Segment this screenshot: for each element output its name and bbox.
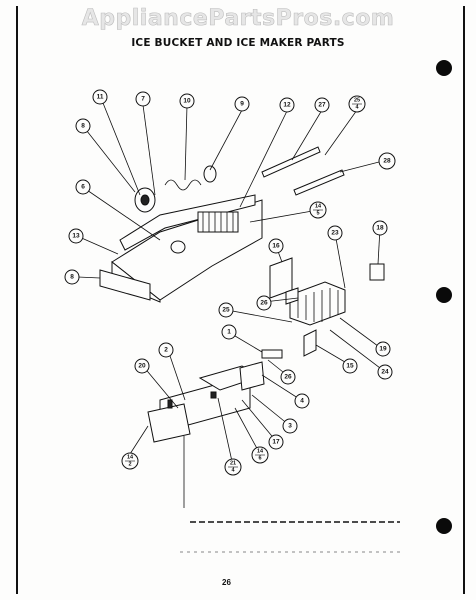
screw bbox=[167, 399, 173, 409]
svg-text:13: 13 bbox=[72, 233, 80, 240]
svg-text:18: 18 bbox=[376, 225, 384, 232]
callout-25: 25 bbox=[218, 302, 234, 318]
control-assembly bbox=[147, 361, 265, 443]
callout-14-6: 14 6 bbox=[251, 446, 269, 464]
svg-text:16: 16 bbox=[272, 243, 280, 250]
svg-text:14: 14 bbox=[315, 204, 322, 210]
callout-25-4: 25 4 bbox=[348, 95, 366, 113]
motor-block bbox=[239, 361, 265, 391]
bracket-1 bbox=[261, 349, 283, 359]
callout-6: 6 bbox=[75, 179, 91, 195]
drive-gear-hub bbox=[140, 194, 150, 206]
svg-text:9: 9 bbox=[240, 101, 244, 108]
svg-text:3: 3 bbox=[288, 423, 292, 430]
callout-28: 28 bbox=[378, 152, 396, 170]
svg-text:8: 8 bbox=[81, 123, 85, 130]
callout-23: 23 bbox=[327, 225, 343, 241]
svg-text:1: 1 bbox=[227, 329, 231, 336]
svg-text:10: 10 bbox=[183, 98, 191, 105]
binder-hole-bottom bbox=[436, 518, 452, 534]
rail-27 bbox=[261, 146, 321, 178]
callout-20: 20 bbox=[134, 358, 150, 374]
callout-17: 17 bbox=[268, 434, 284, 450]
svg-text:8: 8 bbox=[70, 274, 74, 281]
switch bbox=[210, 391, 217, 399]
bucket-front bbox=[99, 269, 151, 301]
svg-text:26: 26 bbox=[260, 300, 268, 307]
mold-housing bbox=[285, 287, 299, 305]
callout-18: 18 bbox=[372, 220, 388, 236]
svg-text:25: 25 bbox=[222, 307, 230, 314]
callout-9: 9 bbox=[234, 96, 250, 112]
svg-text:25: 25 bbox=[354, 98, 360, 104]
svg-text:20: 20 bbox=[138, 363, 146, 370]
svg-text:26: 26 bbox=[284, 374, 292, 381]
svg-text:2: 2 bbox=[128, 462, 131, 468]
plate-15 bbox=[303, 329, 317, 357]
callout-12: 12 bbox=[279, 97, 295, 113]
svg-text:4: 4 bbox=[231, 468, 235, 474]
callout-24: 24 bbox=[377, 364, 393, 380]
callout-26-maker: 26 bbox=[256, 295, 272, 311]
svg-text:4: 4 bbox=[300, 398, 304, 405]
callout-4: 4 bbox=[294, 393, 310, 409]
ice-bucket-assembly bbox=[99, 165, 263, 303]
svg-text:11: 11 bbox=[97, 94, 104, 101]
callout-19: 19 bbox=[375, 341, 391, 357]
callout-14-2: 14 2 bbox=[121, 452, 139, 470]
binder-hole-top bbox=[436, 60, 452, 76]
callout-3: 3 bbox=[282, 418, 298, 434]
ice-crusher-hole bbox=[170, 240, 186, 254]
callout-2: 2 bbox=[158, 342, 174, 358]
watermark: AppliancePartsPros.com bbox=[81, 6, 395, 32]
rail-28 bbox=[293, 169, 345, 196]
page-border-left bbox=[16, 6, 18, 594]
svg-text:27: 27 bbox=[318, 102, 326, 109]
svg-text:12: 12 bbox=[283, 102, 291, 109]
callout-21-4: 21 4 bbox=[224, 458, 242, 476]
callout-8: 8 bbox=[75, 118, 91, 134]
callout-13: 13 bbox=[68, 228, 84, 244]
svg-text:19: 19 bbox=[379, 346, 387, 353]
callout-27: 27 bbox=[314, 97, 330, 113]
svg-text:15: 15 bbox=[346, 363, 354, 370]
bearing bbox=[203, 165, 217, 183]
svg-text:23: 23 bbox=[331, 230, 339, 237]
ice-mold bbox=[289, 281, 346, 326]
binder-hole-middle bbox=[436, 287, 452, 303]
callout-15: 15 bbox=[342, 358, 358, 374]
svg-text:5: 5 bbox=[316, 211, 319, 217]
callout-7: 7 bbox=[135, 91, 151, 107]
ice-maker-assembly bbox=[261, 257, 385, 359]
callout-1: 1 bbox=[221, 324, 237, 340]
callout-26-mid: 26 bbox=[280, 369, 296, 385]
bracket-18 bbox=[369, 263, 385, 281]
page-border-right bbox=[463, 6, 465, 594]
callout-8-bucket: 8 bbox=[64, 269, 80, 285]
svg-text:6: 6 bbox=[258, 456, 261, 462]
diagram-title: ICE BUCKET AND ICE MAKER PARTS bbox=[131, 37, 345, 49]
svg-text:21: 21 bbox=[230, 461, 236, 467]
bucket-rim bbox=[119, 194, 256, 251]
svg-text:6: 6 bbox=[81, 184, 85, 191]
svg-text:14: 14 bbox=[127, 455, 134, 461]
callout-11: 11 bbox=[92, 89, 108, 105]
svg-text:14: 14 bbox=[257, 449, 264, 455]
svg-text:28: 28 bbox=[383, 158, 391, 165]
svg-text:24: 24 bbox=[381, 369, 389, 376]
callout-16: 16 bbox=[268, 238, 284, 254]
callout-10: 10 bbox=[179, 93, 195, 109]
page-number: 26 bbox=[222, 578, 231, 587]
auger bbox=[197, 211, 239, 233]
svg-text:7: 7 bbox=[141, 96, 145, 103]
spring bbox=[164, 179, 202, 191]
callout-14-5: 14 5 bbox=[309, 201, 327, 219]
svg-text:4: 4 bbox=[355, 105, 359, 111]
svg-text:2: 2 bbox=[164, 347, 168, 354]
svg-text:17: 17 bbox=[272, 439, 280, 446]
